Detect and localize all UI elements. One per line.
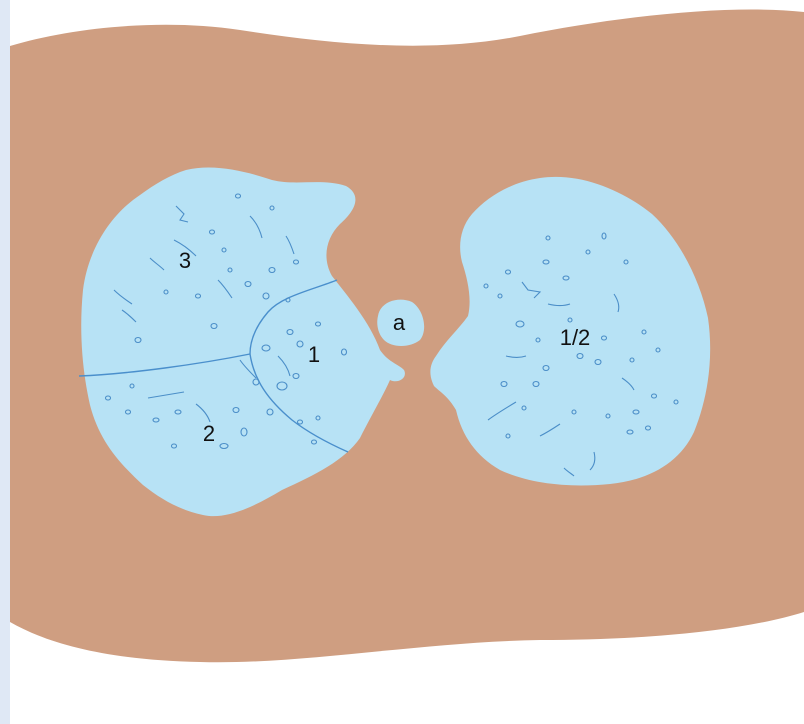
label-right-middle: 1 bbox=[308, 342, 320, 367]
label-aorta: a bbox=[393, 310, 406, 335]
label-left-lung: 1/2 bbox=[560, 325, 591, 350]
label-right-lower: 2 bbox=[203, 421, 215, 446]
label-right-upper: 3 bbox=[179, 248, 191, 273]
